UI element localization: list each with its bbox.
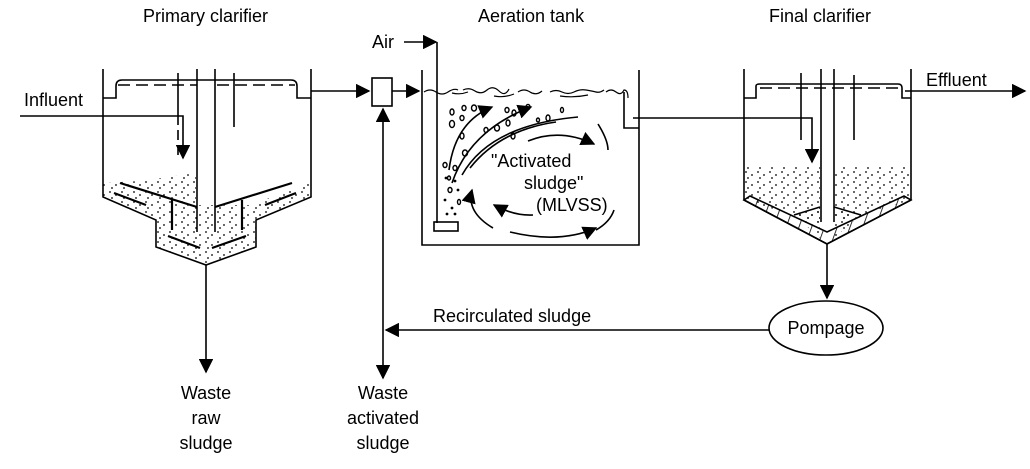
primary-clarifier-title: Primary clarifier <box>143 6 268 26</box>
svg-text:Waste: Waste <box>358 383 408 403</box>
waste-raw-sludge-label: Waste raw sludge <box>179 383 232 453</box>
aeration-tank: Air <box>372 32 820 246</box>
aeration-tank-title: Aeration tank <box>478 6 585 26</box>
pompage-ellipse <box>768 300 884 356</box>
svg-text:sludge: sludge <box>179 433 232 453</box>
activated-sludge-label-line1: "Activated <box>491 151 571 171</box>
final-tank-wall <box>743 69 912 245</box>
final-clarifier-title: Final clarifier <box>769 6 871 26</box>
aeration-to-final-arrow <box>633 117 820 164</box>
svg-text:sludge: sludge <box>356 433 409 453</box>
final-weir <box>744 83 911 99</box>
primary-weir <box>103 79 311 99</box>
svg-text:raw: raw <box>191 408 221 428</box>
circulation-arrows <box>448 104 615 240</box>
primary-sludge-layer <box>103 173 311 265</box>
primary-scraper-arms <box>113 181 297 250</box>
waste-activated-sludge-label: Waste activated sludge <box>347 383 419 453</box>
influent-arrow <box>20 115 191 160</box>
effluent-label: Effluent <box>926 70 987 90</box>
pompage-label: Pompage <box>787 318 864 338</box>
aeration-tank-wall <box>421 70 640 246</box>
air-label: Air <box>372 32 394 52</box>
recirculated-sludge-label: Recirculated sludge <box>433 306 591 326</box>
activated-sludge-label-line3: (MLVSS) <box>536 195 608 215</box>
primary-clarifier: Influent <box>20 69 312 266</box>
svg-text:Waste: Waste <box>181 383 231 403</box>
air-diffuser <box>433 221 459 232</box>
final-clarifier: Effluent <box>742 69 1027 245</box>
influent-label: Influent <box>24 90 83 110</box>
aeration-water-surface <box>423 87 629 99</box>
svg-text:activated: activated <box>347 408 419 428</box>
activated-sludge-label-line2: sludge" <box>524 173 583 193</box>
mixing-box <box>371 77 393 107</box>
